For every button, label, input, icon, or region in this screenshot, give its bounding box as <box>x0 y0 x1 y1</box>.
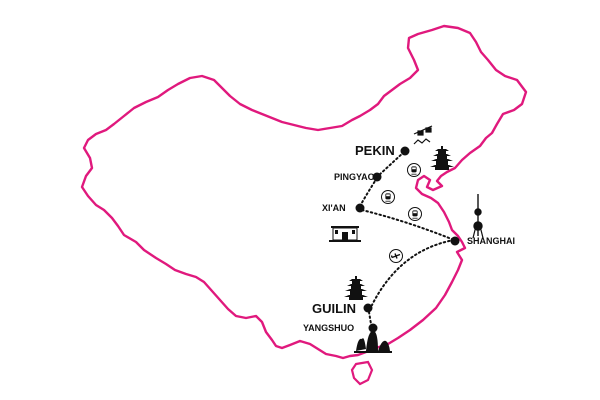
city-dot-shanghai <box>450 236 460 246</box>
hainan-island <box>350 360 374 386</box>
city-dot-xian <box>355 203 365 213</box>
pagoda-icon <box>344 276 368 300</box>
great-wall-cable-car-icon <box>413 125 433 145</box>
route-pingyao-xian <box>359 177 378 207</box>
train-icon <box>381 190 395 204</box>
city-dot-guilin <box>363 303 373 313</box>
plane-icon <box>389 249 403 263</box>
train-icon <box>408 207 422 221</box>
country-border <box>80 24 528 360</box>
route-shanghai-guilin <box>371 239 455 306</box>
city-label-pingyao: PINGYAO <box>334 172 375 182</box>
train-icon <box>407 163 421 177</box>
karst-hills-icon <box>354 330 392 353</box>
route-guilin-yangshuo <box>368 311 372 325</box>
route-pekin-pingyao <box>377 151 405 177</box>
route-xian-shanghai <box>361 209 455 241</box>
terracotta-gate-icon <box>329 226 361 242</box>
city-label-shanghai: SHANGHAI <box>467 236 515 246</box>
city-dot-yangshuo <box>368 323 378 333</box>
tv-tower-icon <box>472 194 484 239</box>
pagoda-icon <box>430 146 454 170</box>
city-label-pekin: PEKIN <box>355 143 395 158</box>
city-dot-pekin <box>400 146 410 156</box>
city-label-xian: XI'AN <box>322 203 346 213</box>
city-label-guilin: GUILIN <box>312 301 356 316</box>
city-dot-pingyao <box>372 172 382 182</box>
travel-route <box>359 151 455 325</box>
city-label-yangshuo: YANGSHUO <box>303 323 354 333</box>
